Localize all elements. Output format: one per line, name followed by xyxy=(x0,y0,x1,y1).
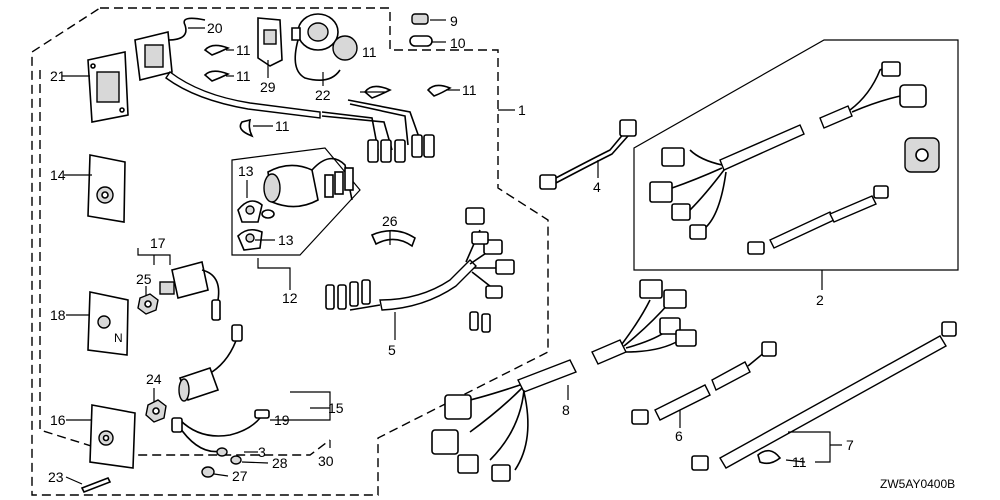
label-3: 3 xyxy=(258,444,266,460)
nut-24 xyxy=(145,399,167,423)
label-2: 2 xyxy=(816,292,824,308)
label-20: 20 xyxy=(207,20,223,36)
group-12-outline xyxy=(231,147,361,256)
kit-outline-2 xyxy=(633,39,959,271)
label-11b: 11 xyxy=(236,68,251,84)
label-12: 12 xyxy=(282,290,298,306)
harness-7 xyxy=(691,321,957,471)
toggle-switch-17 xyxy=(159,261,221,321)
label-16: 16 xyxy=(50,412,66,428)
switch-panel-16 xyxy=(89,404,136,469)
clamp-26 xyxy=(370,229,416,248)
key-13a xyxy=(237,200,275,223)
label-6: 6 xyxy=(675,428,683,444)
tag-29 xyxy=(257,17,283,67)
diagram-code: ZW5AY0400B xyxy=(880,477,955,491)
harness-4 xyxy=(539,119,637,190)
label-28: 28 xyxy=(272,455,288,471)
harness-5 xyxy=(325,207,515,333)
label-23: 23 xyxy=(48,469,64,485)
buzzer-15 xyxy=(178,324,243,402)
label-4: 4 xyxy=(593,179,601,195)
harness-top xyxy=(321,99,435,163)
tube-10 xyxy=(409,35,433,47)
nut-25 xyxy=(137,293,159,315)
kit-outline-1 xyxy=(31,7,549,496)
label-14: 14 xyxy=(50,167,66,183)
label-19: 19 xyxy=(274,412,290,428)
label-10: 10 xyxy=(450,35,466,51)
clip-11c xyxy=(239,118,254,138)
label-27: 27 xyxy=(232,468,248,484)
label-30: 30 xyxy=(318,453,334,469)
label-9: 9 xyxy=(450,13,458,29)
harness-8 xyxy=(431,279,697,482)
harness-2 xyxy=(649,61,940,255)
nut-28 xyxy=(230,455,242,465)
label-5: 5 xyxy=(388,342,396,358)
label-11e: 11 xyxy=(462,82,477,98)
label-13a: 13 xyxy=(238,163,254,179)
leader-lines xyxy=(62,19,842,485)
label-21: 21 xyxy=(50,68,66,84)
label-7: 7 xyxy=(846,437,854,453)
ignition-switch xyxy=(263,157,354,208)
clip-11a xyxy=(203,44,230,56)
label-11c: 11 xyxy=(275,118,290,134)
label-22: 22 xyxy=(315,87,331,103)
switch-panel-21 xyxy=(87,51,129,123)
label-11f: 11 xyxy=(792,454,807,470)
washer-27 xyxy=(201,466,215,478)
label-8: 8 xyxy=(562,402,570,418)
switch-panel-18: N xyxy=(87,291,129,356)
callouts: 20 11 11 11 11 11 29 22 9 10 1 21 14 13 … xyxy=(48,13,955,491)
label-11d: 11 xyxy=(362,44,377,60)
cable-19 xyxy=(171,409,270,453)
label-25: 25 xyxy=(136,271,152,287)
nut-3 xyxy=(216,447,228,457)
label-17: 17 xyxy=(150,235,166,251)
switch-panel-14 xyxy=(87,154,126,223)
clip-11e xyxy=(426,84,452,97)
label-26: 26 xyxy=(382,213,398,229)
kit-outline-30 xyxy=(39,70,331,456)
grommet-9 xyxy=(411,13,429,25)
label-15: 15 xyxy=(328,400,344,416)
label-11a: 11 xyxy=(236,42,251,58)
key-13b xyxy=(237,228,263,251)
switch-20 xyxy=(134,17,321,119)
label-24: 24 xyxy=(146,371,162,387)
cap-22 xyxy=(291,13,358,81)
harness-6 xyxy=(631,341,777,425)
screw-23 xyxy=(80,476,112,494)
label-29: 29 xyxy=(260,79,276,95)
label-13b: 13 xyxy=(278,232,294,248)
svg-text:N: N xyxy=(114,331,123,345)
label-1: 1 xyxy=(518,102,526,118)
clip-11b xyxy=(203,70,230,82)
label-18: 18 xyxy=(50,307,66,323)
